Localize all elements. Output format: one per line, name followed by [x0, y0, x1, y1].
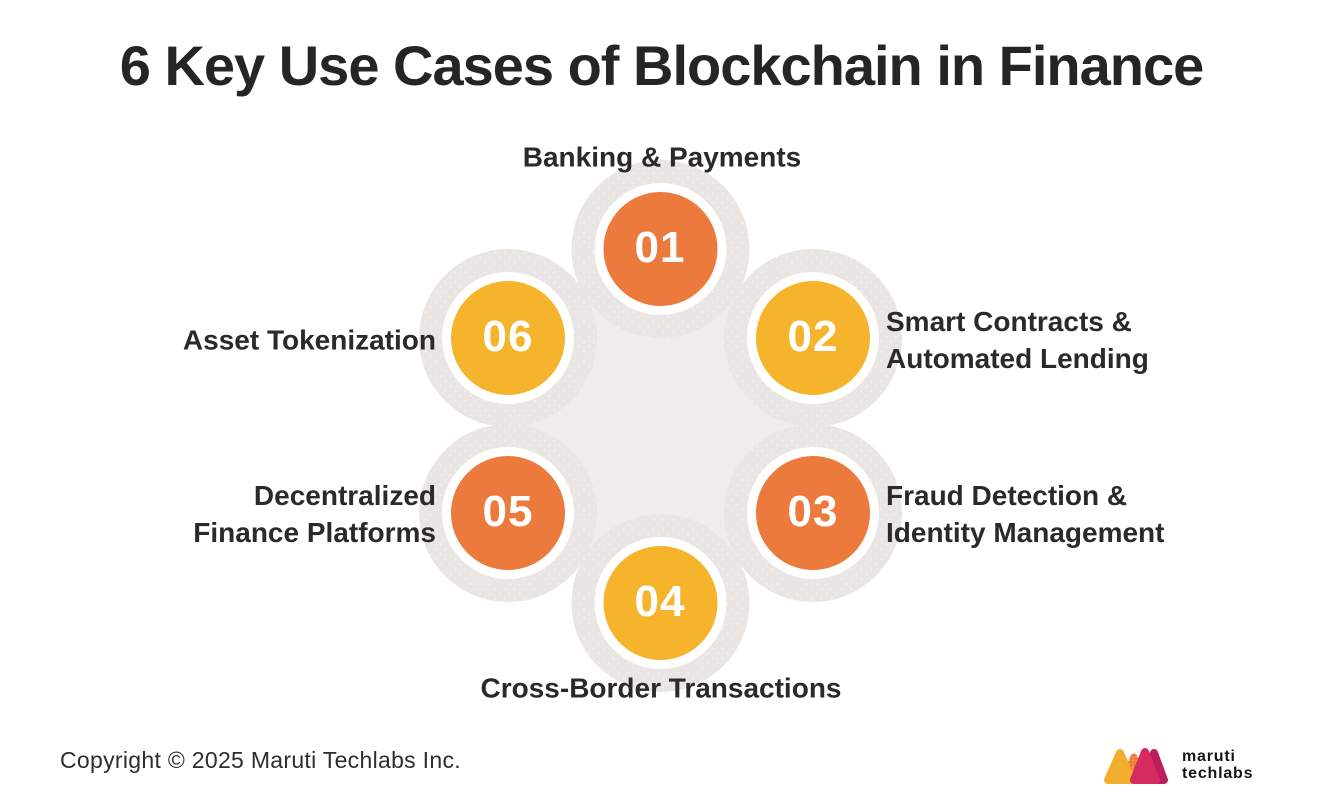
node-number-06: 06	[482, 312, 534, 362]
node-circle-04	[603, 546, 718, 660]
node-label-asset-tokenization: Asset Tokenization	[182, 324, 436, 356]
copyright-text: Copyright © 2025 Maruti Techlabs Inc.	[60, 747, 461, 773]
node-label-banking-payments: Banking & Payments	[522, 141, 802, 173]
node-circle-05	[451, 456, 565, 570]
node-label-fraud-detection: Fraud Detection & Identity Management	[886, 480, 1165, 548]
node-number-02: 02	[787, 312, 839, 362]
node-label-decentralized-finance: Decentralized Finance Platforms	[193, 480, 436, 548]
node-circle-03	[756, 456, 870, 570]
logo-wordmark-line1: maruti	[1182, 748, 1236, 766]
logo-wordmark: maruti techlabs	[1182, 748, 1254, 783]
logo-triangle-crimson	[1130, 748, 1160, 784]
maruti-techlabs-logo-icon	[1104, 748, 1168, 784]
node-number-05: 05	[482, 487, 534, 537]
node-circle-06	[451, 281, 565, 395]
logo-triangle-yellow	[1104, 749, 1136, 784]
node-number-03: 03	[787, 487, 839, 537]
node-label-cross-border: Cross-Border Transactions	[480, 672, 842, 704]
node-label-smart-contracts: Smart Contracts & Automated Lending	[886, 306, 1149, 374]
node-circle-02	[756, 281, 870, 395]
logo-wordmark-line2: techlabs	[1182, 765, 1254, 782]
page-title: 6 Key Use Cases of Blockchain in Finance	[119, 34, 1205, 97]
node-number-01: 01	[634, 223, 686, 273]
node-circle-01	[603, 192, 718, 306]
node-number-04: 04	[634, 577, 686, 627]
maruti-techlabs-logo: maruti techlabs	[1104, 745, 1253, 787]
